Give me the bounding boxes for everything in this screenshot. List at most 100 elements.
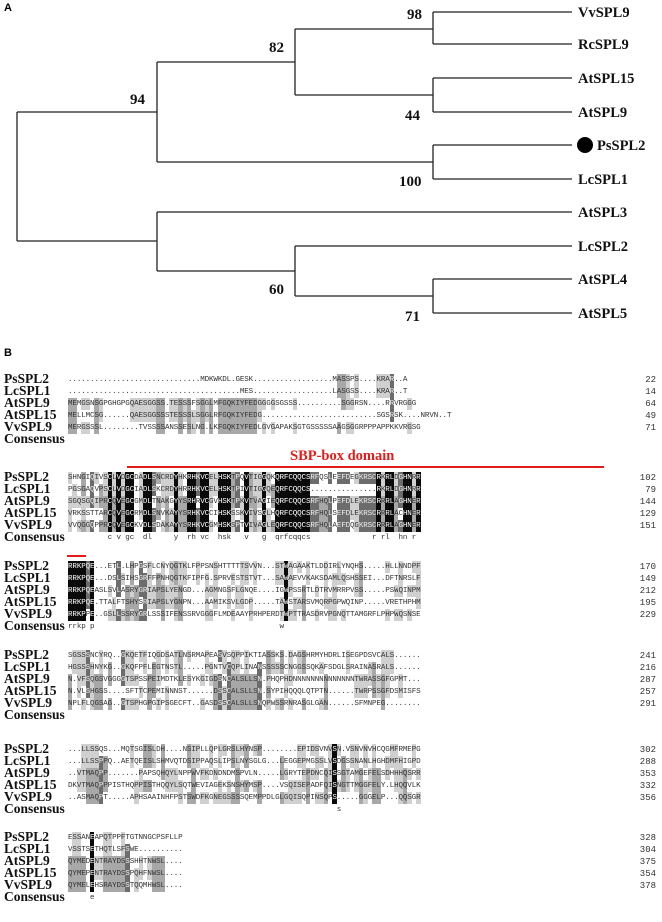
sequence-residues: DKVTMAQPPPISTHQPPISTHQQYLSQTWEVIAGEKSNSH… <box>68 780 421 792</box>
sequence-residues: RRKPQEASLSVLASRYGRIAPSLYENGD...AGMNGSFLG… <box>68 585 421 597</box>
sequence-residues: MERGSSSL........TVSSSSANSSESLNG.LKFGQKIY… <box>68 422 421 434</box>
consensus-row: Consensus s <box>0 802 662 816</box>
consensus-row: Consensus <box>0 708 662 722</box>
sequence-end-position: 79 <box>645 485 656 495</box>
sequence-end-position: 151 <box>639 521 656 531</box>
sequence-residues: QYMELEHSRAYDSSTQQMHWSL.... <box>68 880 183 892</box>
leaf-label-atspl3: AtSPL3 <box>578 205 627 221</box>
leaf-label-lcspl1: LcSPL1 <box>578 172 628 188</box>
bootstrap-71: 71 <box>405 309 420 325</box>
sequence-end-position: 332 <box>639 781 656 791</box>
leaf-label-atspl5: AtSPL5 <box>578 306 627 322</box>
sequence-residues: SHNGIQIVSCLVDGCDADLSNCRDYHKRHKVCELHSKTPQ… <box>68 472 421 484</box>
leaf-label-atspl4: AtSPL4 <box>578 272 627 288</box>
consensus-row: Consensus c v gc dl y rh vc hsk v g qrfc… <box>0 529 662 544</box>
sequence-end-position: 64 <box>645 399 656 409</box>
sequence-end-position: 353 <box>639 769 656 779</box>
sequence-end-position: 257 <box>639 687 656 697</box>
panel-a-label: A <box>4 2 12 14</box>
sequence-residues: ESSANEAPQTPPFTGTNNGCPSFLLP <box>68 832 183 844</box>
sequence-residues: RRKPQE...DSLSIHSGRFFPNHQGTKFIPFG.SPRVEST… <box>68 573 421 585</box>
sequence-name: VvSPL9 <box>4 695 53 710</box>
sequence-end-position: 71 <box>645 423 656 433</box>
alignment-row: VvSPL9 QYMELEHSRAYDSSTQQMHWSL.... 378 <box>0 877 662 892</box>
sequence-residues: HGSSSHNYKG..GKQFPFLEGTNSTL.....PGNTVCQPL… <box>68 662 421 674</box>
sequence-residues: N.VLSHGSS....SFTTCPEMINNNST......DSSCALS… <box>68 686 421 698</box>
sequence-end-position: 356 <box>639 793 656 803</box>
consensus-sequence: rrkp p w <box>68 623 285 631</box>
sequence-end-position: 288 <box>639 757 656 767</box>
sequence-end-position: 129 <box>639 509 656 519</box>
sequence-name: LcSPL1 <box>4 481 51 496</box>
sequence-name: LcSPL1 <box>4 383 51 398</box>
sequence-residues: NPLFLQGSAG..GTSPHGPGIPSGECFT..GASDSSCALS… <box>68 698 421 710</box>
sequence-residues: SGQSGQIPRCQVEGCGMDLTNAKGYYSRHRVCGVHSKTPK… <box>68 496 421 508</box>
sequence-end-position: 170 <box>639 562 656 572</box>
sequence-end-position: 212 <box>639 586 656 596</box>
sequence-name: AtSPL15 <box>4 407 57 422</box>
bootstrap-98: 98 <box>407 7 422 23</box>
sequence-residues: VSSTSETHQTLSFSWE.......... <box>68 844 183 856</box>
consensus-label: Consensus <box>4 529 65 544</box>
bootstrap-44: 44 <box>405 108 421 124</box>
sequence-residues: ...LLSSPPQ..AETQEISLSHMVQTDSIPPAQSLIPSLN… <box>68 756 421 768</box>
consensus-label: Consensus <box>4 431 65 446</box>
leaf-label-lcspl2: LcSPL2 <box>578 239 628 255</box>
sequence-name: LcSPL1 <box>4 570 51 585</box>
sequence-residues: VVQGGQPPRCQVEGCKVDLSDAKAYYSRHKVCGMHSKSPT… <box>68 520 421 532</box>
sequence-name: VvSPL9 <box>4 789 53 804</box>
sequence-name: LcSPL1 <box>4 753 51 768</box>
sequence-name: PsSPL2 <box>4 371 50 386</box>
sequence-name: VvSPL9 <box>4 877 53 892</box>
sequence-end-position: 149 <box>639 574 656 584</box>
sequence-end-position: 287 <box>639 675 656 685</box>
bootstrap-labels: 98 82 94 44 100 60 71 <box>130 7 422 325</box>
bootstrap-82: 82 <box>269 40 284 56</box>
sequence-end-position: 378 <box>639 881 656 891</box>
sequence-name: LcSPL1 <box>4 841 51 856</box>
sequence-residues: .......................................M… <box>68 386 408 398</box>
alignment-row: LcSPL1..................................… <box>0 383 662 398</box>
sequence-end-position: 216 <box>639 663 656 673</box>
leaf-label-atspl9: AtSPL9 <box>578 105 627 121</box>
sequence-end-position: 102 <box>639 473 656 483</box>
sequence-residues: ..VTMAQPP.......PAPSQHQYLNPPWVFKDNDNDMSP… <box>68 768 421 780</box>
sequence-name: PsSPL2 <box>4 558 50 573</box>
sequence-residues: QYMEPENTRAYDSSPQHFNWSL.... <box>68 868 183 880</box>
panel-b-label: B <box>4 347 12 359</box>
sequence-end-position: 354 <box>639 869 656 879</box>
sequence-name: PsSPL2 <box>4 829 50 844</box>
sequence-name: AtSPL9 <box>4 765 50 780</box>
sequence-end-position: 375 <box>639 857 656 867</box>
consensus-row: Consensus e <box>0 890 662 904</box>
sequence-end-position: 328 <box>639 833 656 843</box>
sequence-name: PsSPL2 <box>4 647 50 662</box>
leaf-label-atspl15: AtSPL15 <box>578 71 634 87</box>
sequence-residues: RRKPPE..GSLLSSRYGRLSSSIFENSSRVGGGFLMDEAA… <box>68 609 421 621</box>
alignment-row: AtSPL9 RRKPQEASLSVLASRYGRIAPSLYENGD...AGM… <box>0 582 662 597</box>
consensus-sequence: s <box>336 806 342 814</box>
leaf-labels: VvSPL9 RcSPL9 AtSPL15 AtSPL9 PsSPL2 LcSP… <box>577 5 645 322</box>
sequence-name: PsSPL2 <box>4 741 50 756</box>
sequence-name: AtSPL9 <box>4 582 50 597</box>
sequence-end-position: 195 <box>639 598 656 608</box>
phylogenetic-tree-definitive: 98 82 94 44 100 60 71 VvSPL9 RcSPL9 AtSP… <box>0 0 662 330</box>
sequence-residues: VRKSSTTARCQVEGCRMDLSNVKAYYSRHKVCCIHSKSSK… <box>68 508 421 520</box>
